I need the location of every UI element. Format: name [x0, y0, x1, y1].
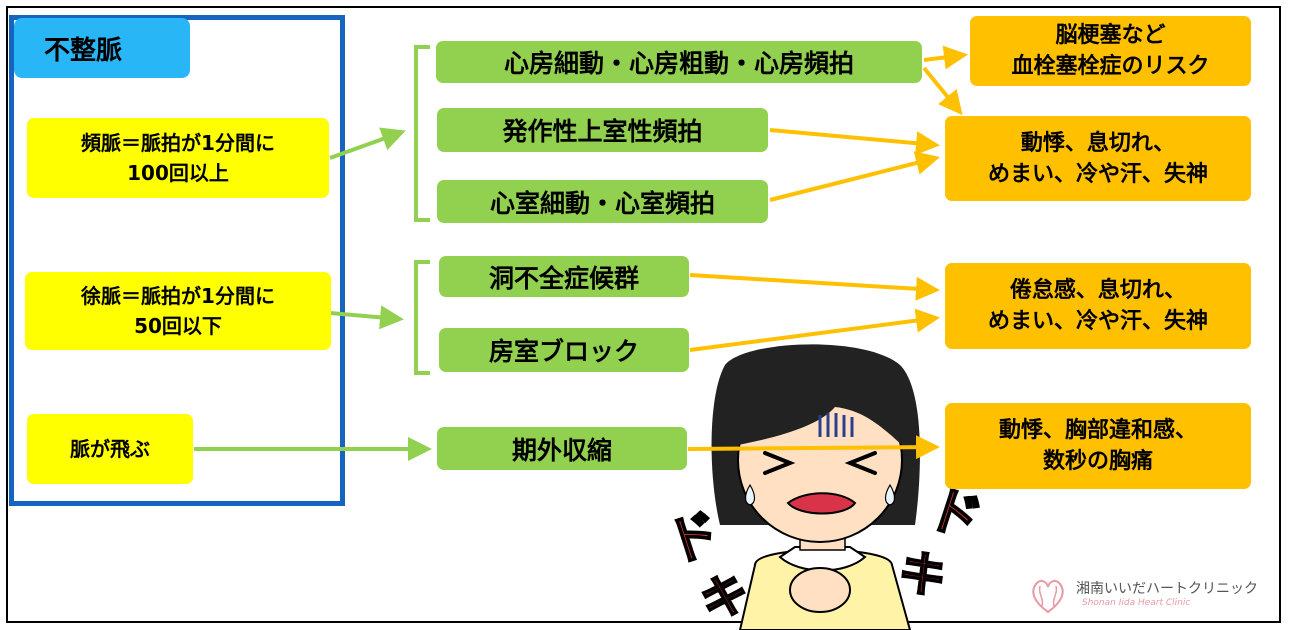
- vf-label: 心室細動・心室頻拍: [489, 188, 715, 218]
- arrow-pvc-symp: [687, 435, 940, 460]
- af-label: 心房細動・心房粗動・心房頻拍: [503, 49, 854, 78]
- flamingo-heart-icon: [1032, 580, 1064, 614]
- clinic-name-en: Shonan Iida Heart Clinic: [1082, 598, 1191, 608]
- pvc-label: 期外収縮: [511, 435, 612, 465]
- tachycardia-box: 頻脈＝脈拍が1分間に 100回以上: [27, 118, 329, 198]
- bracket-tachy: [414, 45, 430, 222]
- arrow-vf-symp: [769, 151, 940, 202]
- av-block-label: 房室ブロック: [488, 337, 639, 366]
- bradycardia-box: 徐脈＝脈拍が1分間に 50回以下: [25, 272, 331, 350]
- bracket-brady: [414, 260, 430, 375]
- psvt-box: 発作性上室性頻拍: [437, 108, 768, 152]
- woman-palpitations-illustration: ド キ ド キ: [660, 344, 990, 630]
- symptoms-tachy-label: 動悸、息切れ、 めまい、冷や汗、失神: [987, 130, 1208, 187]
- pvc-box: 期外収縮: [437, 427, 687, 470]
- arrow-tachy: [329, 127, 406, 160]
- sss-box: 洞不全症候群: [439, 256, 689, 297]
- arrow-avb-symp: [689, 308, 940, 352]
- af-box: 心房細動・心房粗動・心房頻拍: [436, 41, 922, 83]
- arrow-psvt-symp: [769, 128, 940, 156]
- title: 不整脈: [44, 35, 123, 66]
- av-block-box: 房室ブロック: [439, 328, 689, 372]
- symptoms-pvc-box: 動悸、胸部違和感、 数秒の胸痛: [945, 403, 1251, 489]
- arrhythmia-panel: [9, 15, 345, 506]
- psvt-label: 発作性上室性頻拍: [502, 117, 703, 146]
- skipped-beat-label: 脈が飛ぶ: [70, 437, 150, 461]
- stroke-risk-label: 脳梗塞など 血栓塞栓症のリスク: [1011, 23, 1210, 79]
- symptoms-brady-box: 倦怠感、息切れ、 めまい、冷や汗、失神: [945, 263, 1251, 349]
- tachycardia-label: 頻脈＝脈拍が1分間に 100回以上: [81, 131, 275, 185]
- arrow-brady: [329, 305, 404, 330]
- symptoms-brady-label: 倦怠感、息切れ、 めまい、冷や汗、失神: [987, 278, 1208, 334]
- clinic-logo: 湘南いいだハートクリニック Shonan Iida Heart Clinic: [1026, 572, 1276, 618]
- skipped-beat-box: 脈が飛ぶ: [27, 414, 193, 484]
- title-box: 不整脈: [14, 18, 190, 78]
- bradycardia-label: 徐脈＝脈拍が1分間に 50回以下: [81, 284, 275, 338]
- clinic-name: 湘南いいだハートクリニック: [1076, 581, 1258, 597]
- arrow-af-symp: [922, 66, 963, 116]
- arrow-af-stroke: [923, 45, 968, 70]
- symptoms-pvc-label: 動悸、胸部違和感、 数秒の胸痛: [998, 418, 1197, 474]
- vf-box: 心室細動・心室頻拍: [437, 180, 768, 223]
- symptoms-tachy-box: 動悸、息切れ、 めまい、冷や汗、失神: [945, 116, 1251, 201]
- stroke-risk-box: 脳梗塞など 血栓塞栓症のリスク: [970, 16, 1251, 86]
- arrow-sss-symp: [689, 273, 940, 301]
- sss-label: 洞不全症候群: [488, 263, 639, 293]
